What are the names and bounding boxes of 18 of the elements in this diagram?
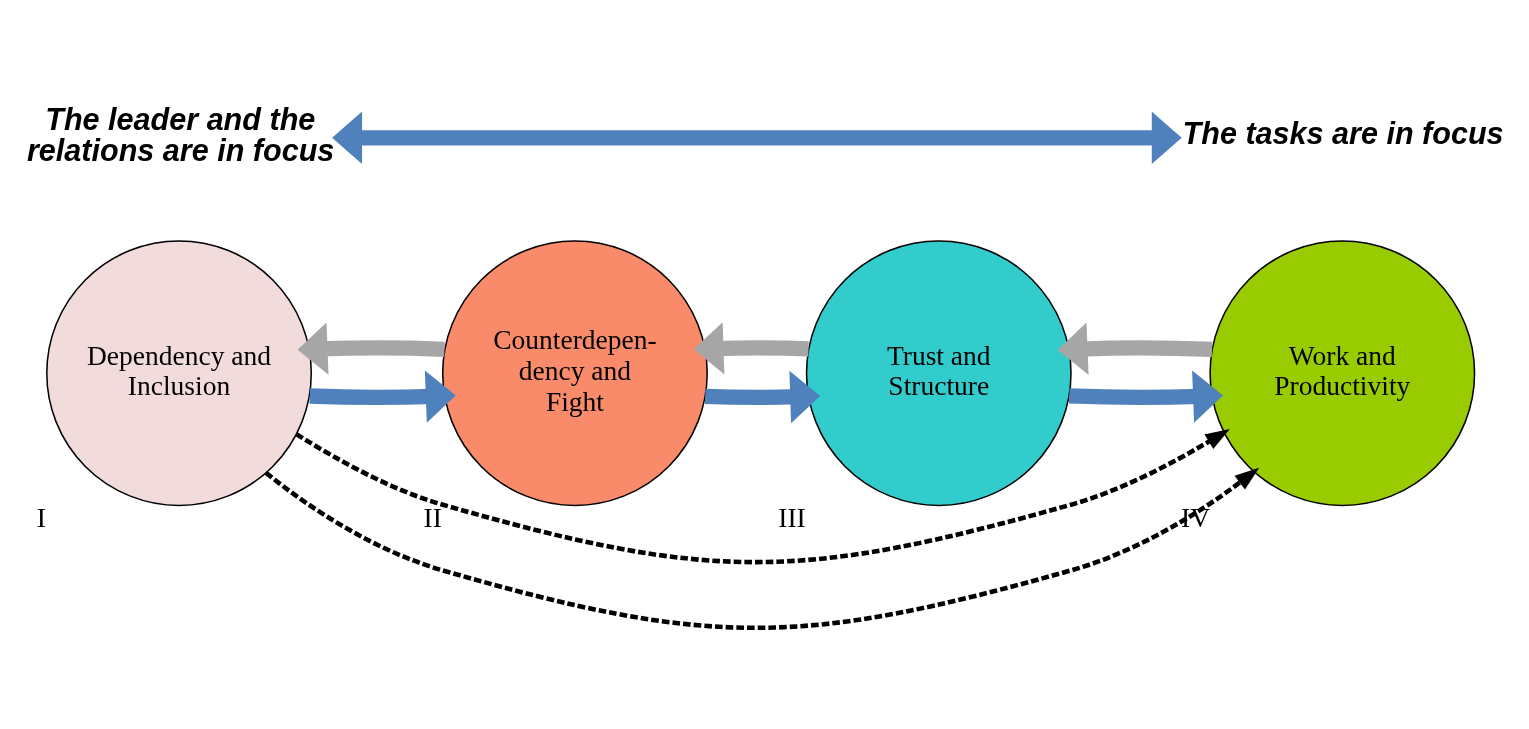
node-circle: Trust and Structure xyxy=(805,240,1072,507)
arrow xyxy=(1057,322,1213,375)
arrow xyxy=(693,322,809,375)
node-circle: Counterdepen- dency and Fight xyxy=(441,240,708,507)
arrow xyxy=(332,111,1182,164)
arrow xyxy=(1068,370,1224,423)
arrow xyxy=(704,370,821,424)
arrow xyxy=(264,467,1260,631)
node-label: III xyxy=(778,502,806,534)
node-label: I xyxy=(36,502,47,534)
arrow xyxy=(309,370,456,423)
arrow xyxy=(295,429,1230,565)
node-circle: Work and Productivity xyxy=(1209,240,1476,507)
node-circle: Dependency and Inclusion xyxy=(46,240,313,507)
arrow xyxy=(297,322,445,375)
node-text: The tasks are in focus xyxy=(1182,115,1504,150)
node-text: The leader and the relations are in focus xyxy=(26,102,335,167)
node-label: II xyxy=(423,502,442,534)
